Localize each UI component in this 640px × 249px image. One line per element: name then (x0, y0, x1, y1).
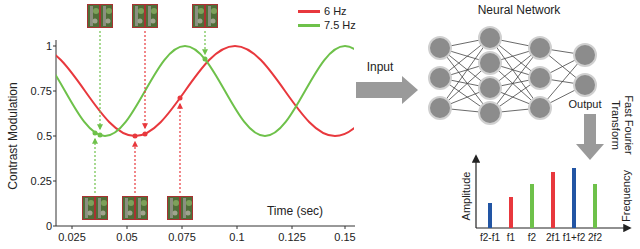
y-tick-label: 1 (46, 40, 52, 53)
x-tick-label: 0.1 (229, 231, 244, 244)
neuron (479, 52, 501, 74)
curve-points (93, 57, 208, 139)
spectrum-bar (551, 172, 555, 228)
legend-swatch (298, 10, 320, 13)
sample-point (98, 133, 103, 138)
neuron (429, 37, 451, 59)
arrow-label: Fast Fourier Transform (609, 87, 634, 163)
x-tick-label: 0.15 (334, 231, 355, 244)
neuron (529, 97, 551, 119)
leader-line (94, 139, 95, 193)
network-title: Neural Network (425, 3, 613, 17)
neuron (574, 44, 596, 66)
neuron (429, 67, 451, 89)
frame-image (123, 197, 148, 220)
fft-arrow (576, 114, 604, 160)
sample-point (178, 96, 183, 101)
spectrum-bar (509, 197, 513, 228)
red-curve (56, 46, 354, 136)
legend-row: 7.5 Hz (298, 19, 356, 32)
leader-line (134, 142, 135, 193)
legend-label: 7.5 Hz (324, 19, 356, 32)
neuron (529, 37, 551, 59)
neuron (429, 97, 451, 119)
neuron (529, 67, 551, 89)
green-curve (56, 46, 354, 136)
leader-line (99, 31, 100, 129)
bar-label: 2f2 (588, 232, 602, 244)
neuron (574, 74, 596, 96)
neuron (479, 27, 501, 49)
legend-label: 6 Hz (324, 5, 347, 18)
sample-point (93, 131, 98, 136)
amplitude-axis (475, 156, 476, 228)
leader-line (144, 31, 145, 128)
frame-image (88, 5, 113, 28)
spectrum-bars (488, 168, 597, 228)
bar-label: 2f1 (546, 232, 560, 244)
y-tick-label: 0.5 (37, 130, 52, 143)
frame-thumbnails (83, 5, 218, 220)
sample-point (143, 132, 148, 137)
arrow-label: Input (367, 61, 394, 75)
leader-line (204, 31, 205, 54)
x-tick-label: 0.125 (278, 231, 306, 244)
x-tick-label: 0.025 (58, 231, 86, 244)
axis-title: Frequency (620, 170, 633, 222)
frame-leaders (95, 31, 205, 193)
spectrum-bar (593, 184, 597, 228)
input-arrow (356, 76, 418, 104)
y-tick-label: 0.25 (31, 175, 52, 188)
neuron (479, 102, 501, 124)
sample-point (203, 57, 208, 62)
x-tick-label: 0.075 (168, 231, 196, 244)
y-tick-label: 0.75 (31, 85, 52, 98)
frame-image (193, 5, 218, 28)
legend-swatch (298, 24, 320, 27)
x-tick-label: 0.05 (116, 231, 137, 244)
spectrum-bar (488, 203, 492, 228)
curves (56, 46, 354, 136)
legend-row: 6 Hz (298, 5, 347, 18)
leader-line (179, 104, 180, 193)
axis-title: Amplitude (460, 172, 473, 221)
spectrum-bar (572, 168, 576, 228)
axis-title: Time (sec) (267, 205, 323, 219)
bar-label: f1+f2 (563, 232, 586, 244)
x-axis (56, 226, 355, 227)
frame-image (83, 197, 108, 220)
y-tick-label: 0 (46, 220, 52, 233)
neuron (479, 77, 501, 99)
bar-label: f2-f1 (480, 232, 500, 244)
chart-axes (53, 40, 355, 229)
frame-image (168, 197, 193, 220)
y-axis (56, 40, 57, 226)
axis-title: Contrast Modulation (7, 82, 21, 189)
network-links (440, 38, 585, 113)
frame-image (133, 5, 158, 28)
arrow-label: Output (568, 98, 601, 111)
sample-point (133, 134, 138, 139)
bar-label: f2 (528, 232, 536, 244)
spectrum-bar (530, 184, 534, 228)
bar-label: f1 (507, 232, 515, 244)
